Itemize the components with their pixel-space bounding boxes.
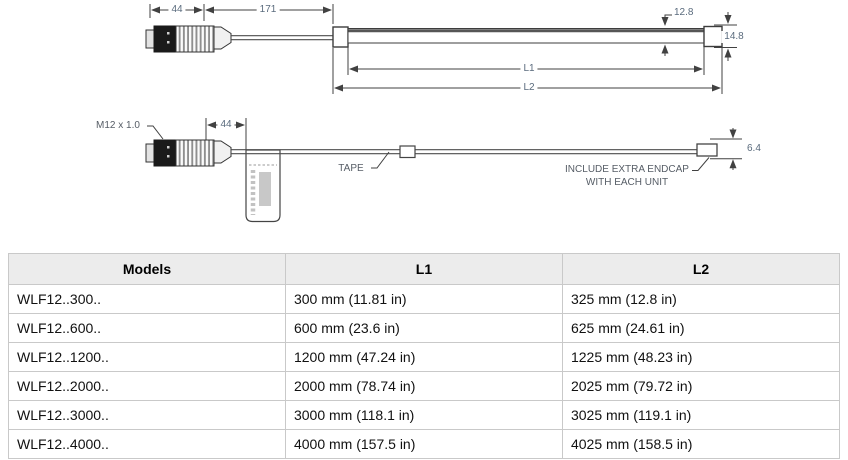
dim-label-connector-44: 44 [168, 4, 186, 16]
side-view-connector [145, 139, 232, 167]
l1-cell: 2000 mm (78.74 in) [284, 371, 563, 401]
table-row: WLF12..4000.. 4000 mm (157.5 in) 4025 mm… [8, 429, 841, 459]
table-row: WLF12..300.. 300 mm (11.81 in) 325 mm (1… [8, 284, 841, 314]
side-view-strip [231, 149, 697, 155]
model-cell: WLF12..2000.. [8, 371, 286, 401]
l1-cell: 1200 mm (47.24 in) [284, 342, 563, 372]
model-cell: WLF12..1200.. [8, 342, 286, 372]
top-view-light-bar [332, 25, 723, 48]
dim-label-tag-44: 44 [217, 119, 235, 131]
hang-tag [245, 149, 281, 223]
l2-cell: 2025 mm (79.72 in) [561, 371, 841, 401]
table-header-models: Models [8, 253, 286, 285]
endcap-note-line1: INCLUDE EXTRA ENDCAP [565, 164, 689, 175]
l2-cell: 625 mm (24.61 in) [561, 313, 841, 343]
table-header-row: Models L1 L2 [8, 253, 841, 285]
l2-cell: 325 mm (12.8 in) [561, 284, 841, 314]
model-cell: WLF12..3000.. [8, 400, 286, 430]
l1-cell: 4000 mm (157.5 in) [284, 429, 563, 459]
endcap-note: INCLUDE EXTRA ENDCAP WITH EACH UNIT [553, 163, 701, 189]
models-table: Models L1 L2 WLF12..300.. 300 mm (11.81 … [8, 253, 841, 459]
tape-label-leader [371, 151, 390, 169]
model-cell: WLF12..300.. [8, 284, 286, 314]
dim-label-l1: L1 [520, 63, 538, 75]
table-row: WLF12..1200.. 1200 mm (47.24 in) 1225 mm… [8, 342, 841, 372]
l1-cell: 3000 mm (118.1 in) [284, 400, 563, 430]
l1-cell: 300 mm (11.81 in) [284, 284, 563, 314]
model-cell: WLF12..4000.. [8, 429, 286, 459]
l2-cell: 4025 mm (158.5 in) [561, 429, 841, 459]
top-view-endcap-dimensions [661, 12, 737, 61]
tape-marker [399, 145, 416, 159]
side-view-endcap [696, 143, 718, 157]
tape-label: TAPE [335, 163, 367, 175]
model-cell: WLF12..600.. [8, 313, 286, 343]
thread-label-m12: M12 x 1.0 [93, 120, 143, 132]
dim-label-thickness-6-4: 6.4 [745, 143, 763, 155]
l2-cell: 1225 mm (48.23 in) [561, 342, 841, 372]
table-header-l1: L1 [284, 253, 563, 285]
top-view-connector [145, 25, 232, 53]
dim-label-l2: L2 [520, 82, 538, 94]
top-view-cable [231, 35, 333, 41]
table-row: WLF12..3000.. 3000 mm (118.1 in) 3025 mm… [8, 400, 841, 430]
table-row: WLF12..2000.. 2000 mm (78.74 in) 2025 mm… [8, 371, 841, 401]
table-header-l2: L2 [561, 253, 841, 285]
dim-label-endcap-12-8: 12.8 [672, 7, 696, 19]
product-dimension-drawing: 44 171 12.8 14.8 L1 L2 M12 x 1.0 44 TAPE… [93, 4, 763, 223]
side-view-thickness-dimension [710, 128, 742, 170]
dim-label-lead-171: 171 [256, 4, 280, 16]
endcap-note-leader [692, 157, 710, 171]
top-view-endcap [703, 25, 723, 48]
thread-label-leader [147, 125, 164, 140]
l1-cell: 600 mm (23.6 in) [284, 313, 563, 343]
endcap-note-line2: WITH EACH UNIT [585, 177, 669, 188]
l2-cell: 3025 mm (119.1 in) [561, 400, 841, 430]
table-row: WLF12..600.. 600 mm (23.6 in) 625 mm (24… [8, 313, 841, 343]
dim-label-height-14-8: 14.8 [721, 31, 747, 43]
